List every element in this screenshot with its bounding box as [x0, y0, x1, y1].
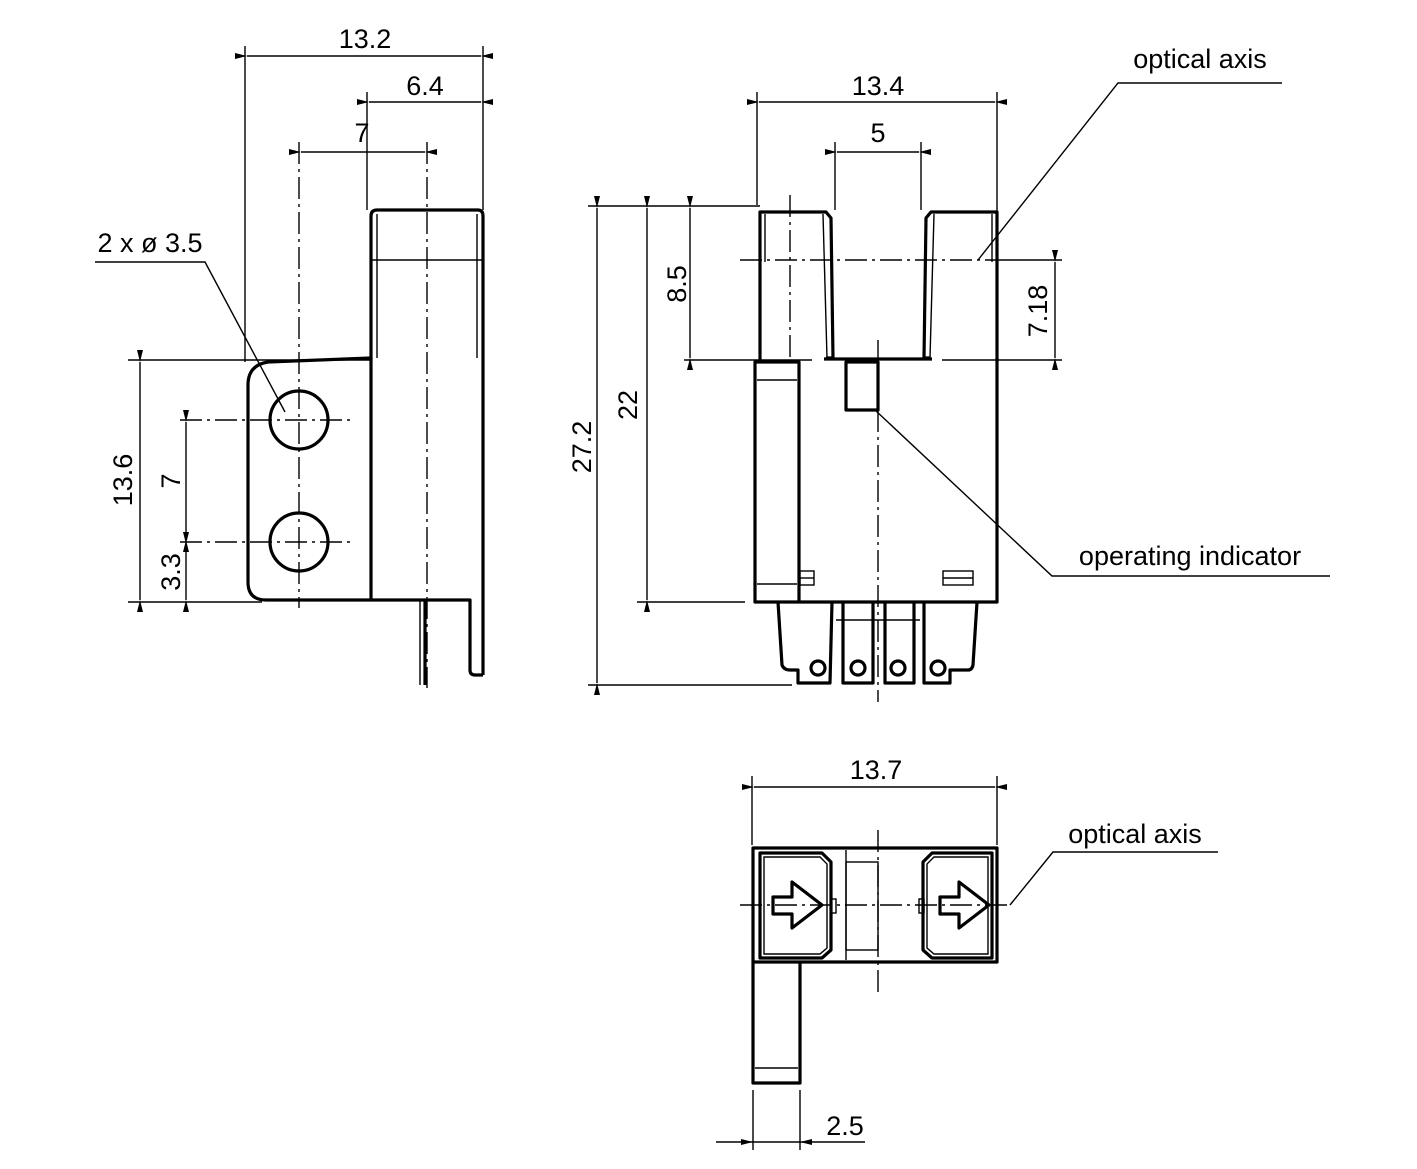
dim-width: 13.4 [852, 71, 905, 101]
side-view: 13.2 6.4 7 2 x ø 3.5 13.6 7 3.3 [95, 24, 493, 688]
dim-center: 7 [354, 118, 369, 148]
top-view: 13.7 optical axis 2.5 [716, 755, 1218, 1150]
housing-body [753, 358, 999, 604]
hole-label: 2 x ø 3.5 [97, 228, 202, 258]
dim-axis-height: 7.18 [1023, 285, 1053, 338]
emitter-window [758, 851, 833, 960]
dim-slot: 5 [870, 118, 885, 148]
dim-hole-pitch: 7 [156, 473, 186, 488]
arrow-icon [771, 880, 824, 930]
optical-axis-label: optical axis [1068, 819, 1202, 849]
dim-body-height: 22 [613, 390, 643, 420]
dim-leg: 2.5 [826, 1111, 864, 1141]
dim-flange-height: 13.6 [108, 454, 138, 507]
dim-hole-bottom: 3.3 [156, 553, 186, 591]
terminal-pins [776, 601, 979, 685]
optical-axis-label: optical axis [1133, 44, 1267, 74]
operating-indicator-label: operating indicator [1079, 541, 1301, 571]
dim-total-height: 27.2 [567, 421, 597, 474]
receiver-window [921, 851, 994, 960]
dim-right: 6.4 [406, 71, 444, 101]
mounting-flange [246, 356, 483, 677]
arrow-icon [938, 880, 991, 930]
dim-slot-depth: 8.5 [662, 265, 692, 303]
front-view: 13.4 5 27.2 22 8.5 7.18 optical [567, 44, 1330, 702]
mounting-leg [751, 962, 802, 1085]
receiver-prong [922, 210, 999, 360]
dim-width: 13.7 [850, 755, 903, 785]
emitter-prong [758, 210, 835, 360]
sensor-head [369, 208, 485, 675]
dim-total-width: 13.2 [339, 24, 392, 54]
operating-indicator-led [844, 360, 880, 412]
